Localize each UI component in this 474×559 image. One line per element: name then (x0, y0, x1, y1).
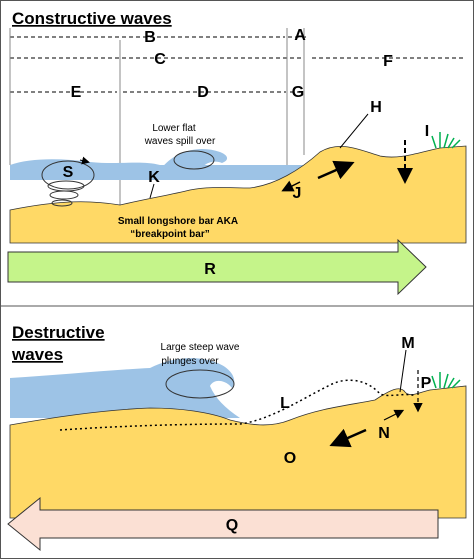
label-g: G (292, 84, 304, 101)
label-k: K (148, 169, 160, 186)
grass-icon-destructive (431, 372, 461, 389)
weak-swash-arrow-icon (383, 409, 405, 421)
wave-note-line2: waves spill over (144, 136, 216, 147)
label-h: H (370, 99, 382, 116)
label-j: J (293, 185, 302, 202)
pointer-lines (149, 113, 369, 199)
plunge-note-line1: Large steep wave (161, 342, 240, 353)
constructive-title: Constructive waves (12, 9, 172, 28)
label-a: A (294, 27, 306, 44)
label-e: E (71, 84, 82, 101)
swirl-icon (41, 160, 95, 207)
destructive-sea (10, 358, 240, 418)
previous-profile-line (59, 379, 417, 431)
plunge-note-line2: plunges over (161, 356, 219, 367)
label-p: P (421, 375, 432, 392)
label-c: C (154, 51, 166, 68)
label-s: S (63, 164, 74, 181)
seaward-arrow (7, 496, 439, 552)
destructive-title-line1: Destructive (12, 323, 105, 342)
swirl-arrow-icon (79, 156, 90, 165)
constructive-swell (10, 159, 160, 180)
pointer-line-m (399, 349, 407, 393)
label-b: B (144, 29, 156, 46)
destructive-title-line2: waves (11, 345, 63, 364)
wave-note-line1: Lower flat (152, 123, 196, 134)
destructive-sand (9, 385, 467, 519)
grass-icon (431, 132, 461, 149)
label-r: R (204, 261, 216, 278)
label-n: N (378, 425, 390, 442)
strong-backwash-arrow-icon (329, 428, 367, 448)
swash-arrow-icon (317, 160, 355, 180)
bar-note-line1: Small longshore bar AKA (118, 216, 238, 227)
landward-arrow (7, 238, 427, 296)
label-d: D (197, 84, 209, 101)
plunge-wave-motion-icon (165, 369, 235, 399)
backwash-arrow-icon (281, 180, 301, 192)
label-l: L (280, 395, 290, 412)
label-f: F (383, 53, 393, 70)
label-i: I (425, 123, 429, 140)
bar-note-line2: “breakpoint bar” (130, 229, 209, 240)
spill-wave-motion-icon (173, 150, 215, 170)
label-m: M (401, 335, 414, 352)
label-o: O (284, 450, 296, 467)
label-q: Q (226, 517, 238, 534)
